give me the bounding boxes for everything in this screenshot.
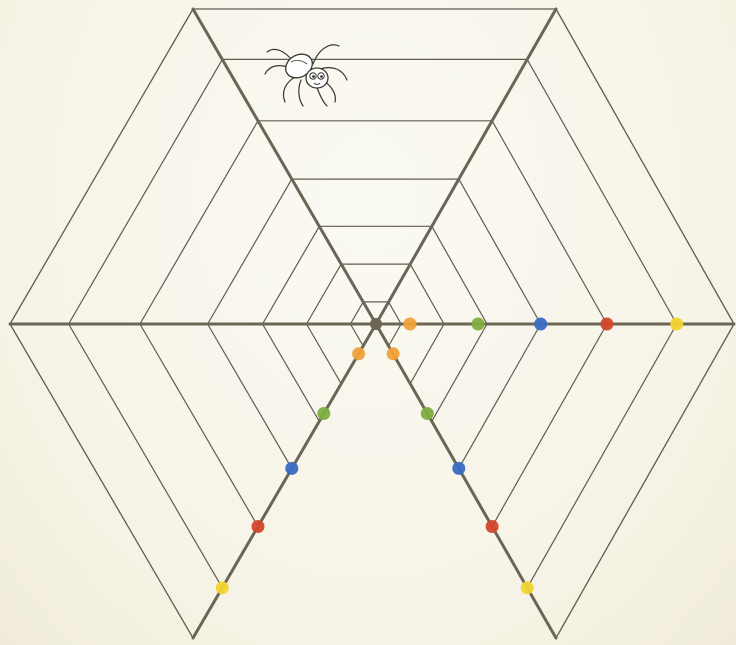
- web-ring-segment: [263, 226, 320, 324]
- web-ring-segment: [459, 179, 541, 324]
- web-dot-yellow: [521, 581, 534, 594]
- web-ring-segment: [389, 302, 402, 324]
- web-ring-segment: [69, 324, 223, 588]
- web-dot-blue: [452, 462, 465, 475]
- web-dot-green: [472, 318, 485, 331]
- web-ring-segment: [140, 324, 258, 527]
- spoke-upper-left: [193, 9, 376, 324]
- web-ring-segment: [350, 324, 363, 346]
- web-ring-segment: [350, 302, 363, 324]
- web-ring-segment: [140, 121, 258, 324]
- web-ring-segment: [527, 59, 677, 324]
- web-outer-edge: [10, 9, 193, 324]
- web-dot-orange: [404, 318, 417, 331]
- web-dot-red: [486, 520, 499, 533]
- web-ring-segment: [527, 324, 677, 588]
- web-dot-orange: [352, 347, 365, 360]
- spider-icon: [265, 45, 347, 106]
- web-center-hub: [370, 318, 382, 330]
- web-ring-segment: [492, 121, 607, 324]
- web-ring-segment: [432, 324, 487, 421]
- web-dot-red: [600, 318, 613, 331]
- web-ring-segment: [307, 264, 342, 324]
- web-outer-edge: [10, 324, 193, 638]
- web-dot-green: [317, 407, 330, 420]
- web-outer-edge: [556, 9, 734, 324]
- web-dot-green: [421, 407, 434, 420]
- web-dot-yellow: [216, 581, 229, 594]
- web-ring-segment: [410, 264, 444, 324]
- web-dot-yellow: [670, 318, 683, 331]
- web-dot-blue: [285, 462, 298, 475]
- web-dot-blue: [534, 318, 547, 331]
- web-ring-segment: [263, 324, 320, 421]
- spoke-upper-right: [376, 9, 556, 324]
- web-ring-segment: [208, 324, 292, 468]
- web-ring-segment: [389, 324, 402, 346]
- web-ring-segment: [459, 324, 541, 468]
- web-ring-segment: [69, 59, 223, 324]
- web-ring-segment: [208, 179, 292, 324]
- web-ring-segment: [307, 324, 342, 384]
- web-dot-orange: [387, 347, 400, 360]
- web-outer-edge: [556, 324, 734, 638]
- web-dot-red: [252, 520, 265, 533]
- web-ring-segment: [492, 324, 607, 527]
- web-dots: [216, 318, 683, 595]
- web-ring-segment: [410, 324, 444, 384]
- web-ring-segment: [432, 226, 487, 324]
